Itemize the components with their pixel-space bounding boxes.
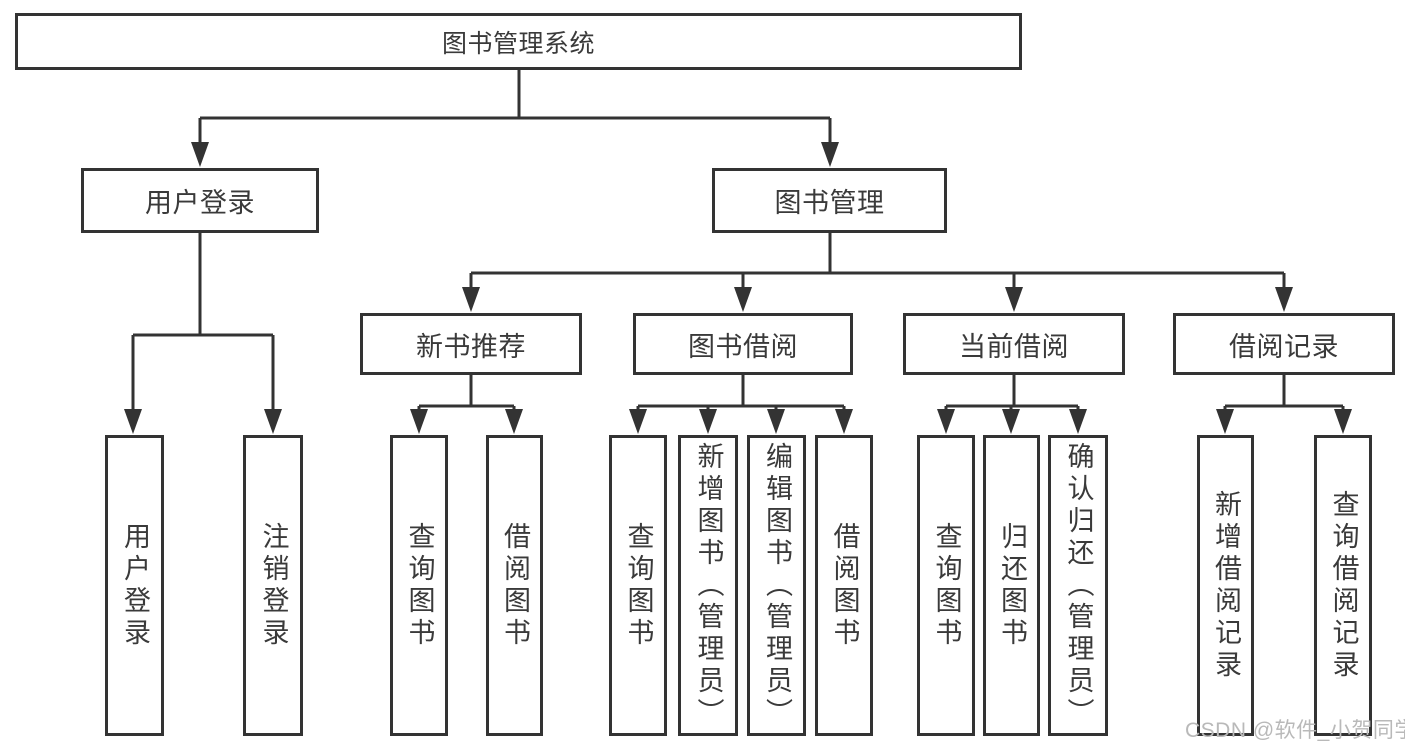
node-borrowing-records: 借阅记录 <box>1173 313 1395 375</box>
leaf-query-books-borrowing: 查询图书 <box>609 435 667 736</box>
branch-borrowing-records <box>1216 375 1352 434</box>
arrowhead-icon <box>937 409 955 434</box>
arrowhead-icon <box>505 409 523 434</box>
leaf-confirm-return-admin: 确认归还（管理员） <box>1048 435 1108 736</box>
arrowhead-icon <box>1002 409 1020 434</box>
leaf-logout: 注销登录 <box>243 435 303 736</box>
node-book-borrowing: 图书借阅 <box>633 313 853 375</box>
branch-user-login <box>124 233 282 434</box>
arrowhead-icon <box>835 409 853 434</box>
leaf-logout-label: 注销登录 <box>258 521 289 650</box>
arrowhead-icon <box>734 287 752 312</box>
arrowhead-icon <box>462 287 480 312</box>
leaf-add-borrow-record-label: 新增借阅记录 <box>1211 489 1241 682</box>
leaf-add-books-admin: 新增图书（管理员） <box>678 435 738 736</box>
leaf-query-books-recommend: 查询图书 <box>390 435 448 736</box>
node-new-book-recommend: 新书推荐 <box>360 313 582 375</box>
leaf-query-books-current-label: 查询图书 <box>931 521 962 650</box>
leaf-user-login: 用户登录 <box>105 435 164 736</box>
leaf-borrow-books-recommend: 借阅图书 <box>486 435 543 736</box>
leaf-query-books-current: 查询图书 <box>917 435 975 736</box>
branch-book-management <box>462 233 1293 312</box>
arrowhead-icon <box>1005 287 1023 312</box>
arrowhead-icon <box>410 409 428 434</box>
node-book-management: 图书管理 <box>712 168 947 233</box>
leaf-borrow-books-borrowing: 借阅图书 <box>815 435 873 736</box>
leaf-confirm-return-admin-label: 确认归还（管理员） <box>1063 441 1094 730</box>
leaf-return-books-label: 归还图书 <box>997 521 1027 650</box>
branch-new-book-recommend <box>410 375 523 434</box>
branch-root-to-level2 <box>191 69 839 167</box>
arrowhead-icon <box>1275 287 1293 312</box>
leaf-return-books: 归还图书 <box>983 435 1040 736</box>
leaf-borrow-books-recommend-label: 借阅图书 <box>500 521 530 650</box>
branch-book-borrowing <box>629 375 853 434</box>
arrowhead-icon <box>1334 409 1352 434</box>
arrowhead-icon <box>629 409 647 434</box>
arrowhead-icon <box>767 409 785 434</box>
branch-current-borrowing <box>937 375 1087 434</box>
leaf-query-books-borrowing-label: 查询图书 <box>623 521 654 650</box>
arrowhead-icon <box>191 142 209 167</box>
leaf-edit-books-admin-label: 编辑图书（管理员） <box>762 441 792 730</box>
leaf-query-borrow-record: 查询借阅记录 <box>1314 435 1372 736</box>
leaf-query-borrow-record-label: 查询借阅记录 <box>1328 489 1359 682</box>
node-user-login: 用户登录 <box>81 168 319 233</box>
arrowhead-icon <box>264 409 282 434</box>
node-current-borrowing: 当前借阅 <box>903 313 1125 375</box>
leaf-add-borrow-record: 新增借阅记录 <box>1197 435 1254 736</box>
arrowhead-icon <box>124 409 142 434</box>
leaf-edit-books-admin: 编辑图书（管理员） <box>747 435 806 736</box>
arrowhead-icon <box>1216 409 1234 434</box>
arrowhead-icon <box>1069 409 1087 434</box>
csdn-watermark: CSDN @软件_小贺同学 <box>1185 719 1405 742</box>
leaf-user-login-label: 用户登录 <box>120 521 150 650</box>
leaf-query-books-recommend-label: 查询图书 <box>404 521 435 650</box>
node-library-system: 图书管理系统 <box>15 13 1022 70</box>
arrowhead-icon <box>699 409 717 434</box>
arrowhead-icon <box>821 142 839 167</box>
leaf-add-books-admin-label: 新增图书（管理员） <box>693 441 724 730</box>
leaf-borrow-books-borrowing-label: 借阅图书 <box>829 521 860 650</box>
